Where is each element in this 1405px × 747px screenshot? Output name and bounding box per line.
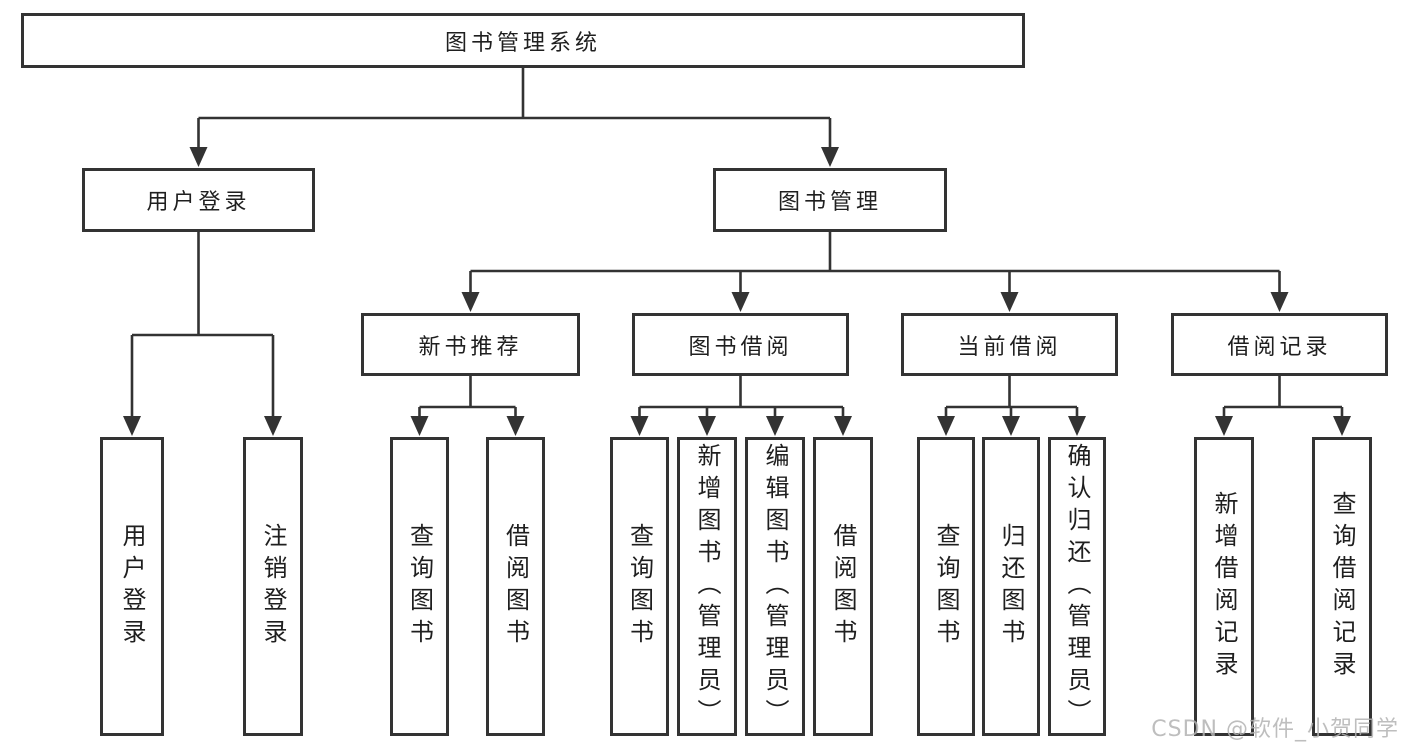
leaf-current-confirm-return-admin-label: 确认归还（管理员） — [1063, 442, 1091, 731]
node-book-management: 图书管理 — [713, 168, 947, 232]
node-library-system: 图书管理系统 — [21, 13, 1025, 68]
leaf-records-query-record: 查询借阅记录 — [1312, 437, 1372, 736]
leaf-current-return-books: 归还图书 — [982, 437, 1040, 736]
leaf-newbooks-query-books: 查询图书 — [390, 437, 449, 736]
node-book-borrow: 图书借阅 — [632, 313, 849, 376]
leaf-borrow-borrow-books-label: 借阅图书 — [829, 522, 857, 651]
leaf-borrow-borrow-books: 借阅图书 — [813, 437, 873, 736]
leaf-borrow-edit-books-admin: 编辑图书（管理员） — [745, 437, 805, 736]
leaf-borrow-edit-books-admin-label: 编辑图书（管理员） — [761, 442, 789, 731]
leaf-records-query-record-label: 查询借阅记录 — [1328, 490, 1356, 683]
leaf-current-query-books: 查询图书 — [917, 437, 975, 736]
leaf-borrow-query-books-label: 查询图书 — [625, 522, 654, 651]
leaf-newbooks-borrow-books-label: 借阅图书 — [501, 522, 530, 651]
leaf-records-add-record-label: 新增借阅记录 — [1210, 490, 1238, 683]
leaf-current-return-books-label: 归还图书 — [997, 522, 1025, 651]
leaf-current-query-books-label: 查询图书 — [932, 522, 960, 651]
leaf-user-login-label: 用户登录 — [118, 522, 146, 651]
node-borrow-records: 借阅记录 — [1171, 313, 1388, 376]
leaf-user-login: 用户登录 — [100, 437, 164, 736]
node-current-borrow: 当前借阅 — [901, 313, 1118, 376]
leaf-records-add-record: 新增借阅记录 — [1194, 437, 1254, 736]
leaf-borrow-add-books-admin-label: 新增图书（管理员） — [693, 442, 721, 731]
leaf-logout-label: 注销登录 — [259, 522, 287, 651]
node-user-login: 用户登录 — [82, 168, 315, 232]
leaf-current-confirm-return-admin: 确认归还（管理员） — [1048, 437, 1106, 736]
leaf-logout: 注销登录 — [243, 437, 303, 736]
node-new-book-recommend: 新书推荐 — [361, 313, 580, 376]
csdn-watermark: CSDN @软件_小贺同学 — [1151, 717, 1399, 742]
leaf-newbooks-borrow-books: 借阅图书 — [486, 437, 545, 736]
leaf-newbooks-query-books-label: 查询图书 — [405, 522, 434, 651]
leaf-borrow-add-books-admin: 新增图书（管理员） — [677, 437, 737, 736]
leaf-borrow-query-books: 查询图书 — [610, 437, 669, 736]
